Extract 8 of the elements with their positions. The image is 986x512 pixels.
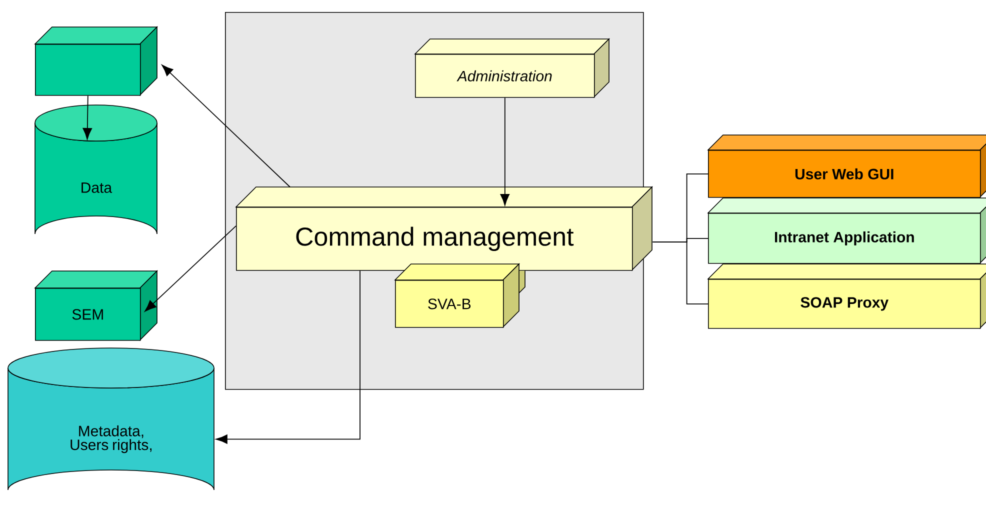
arrow <box>144 225 236 312</box>
connector-line <box>652 241 708 304</box>
arrow <box>500 97 510 206</box>
database-cylinder: Data <box>34 104 158 234</box>
arrow <box>82 95 92 140</box>
arrow <box>216 270 360 444</box>
arrow <box>162 64 290 188</box>
database-cylinder: Metadata, Users rights, <box>8 348 214 490</box>
